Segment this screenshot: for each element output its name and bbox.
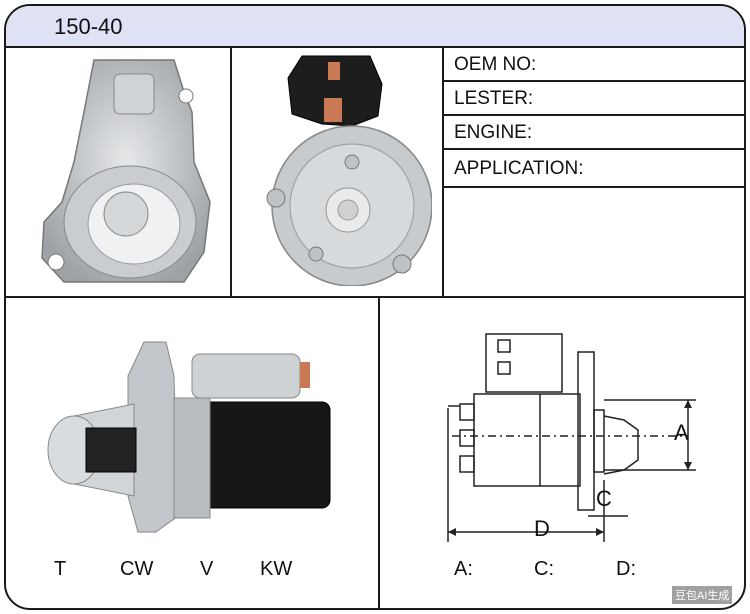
drawing-label-a: A <box>674 420 689 445</box>
dimension-c-label: C: <box>534 558 554 580</box>
divider <box>6 296 744 298</box>
spec-row-engine: ENGINE: <box>444 116 744 150</box>
dimension-d-label: D: <box>616 558 636 580</box>
dimension-a-label: A: <box>454 558 473 580</box>
drawing-label-c: C <box>596 486 612 511</box>
engine-label: ENGINE: <box>454 122 533 143</box>
divider <box>230 46 232 296</box>
spec-row-application: APPLICATION: <box>444 152 744 186</box>
divider <box>442 186 744 188</box>
watermark: 豆包AI生成 <box>672 586 733 604</box>
spec-row-lester: LESTER: <box>444 82 744 116</box>
starter-side-photo <box>47 341 331 533</box>
drawing-label-d: D <box>534 516 550 541</box>
oem-no-label: OEM NO: <box>454 54 537 75</box>
dimension-drawing <box>447 333 696 542</box>
part-number: 150-40 <box>54 14 123 39</box>
divider <box>442 46 444 296</box>
lester-label: LESTER: <box>454 88 534 109</box>
spec-row-oem: OEM NO: <box>444 48 744 82</box>
torque-label: T <box>54 558 67 580</box>
divider <box>378 296 380 608</box>
power-label: KW <box>260 558 293 580</box>
voltage-label: V <box>200 558 214 580</box>
rotation-label: CW <box>120 558 154 580</box>
divider <box>442 148 744 150</box>
header-bar: 150-40 <box>6 6 744 48</box>
starter-rear-photo <box>266 55 432 286</box>
divider <box>442 80 744 82</box>
application-label: APPLICATION: <box>454 158 584 179</box>
starter-front-photo <box>41 59 211 283</box>
product-sheet: 150-40 OEM NO: LESTER: ENGINE: APPLICATI… <box>4 4 746 610</box>
divider <box>442 114 744 116</box>
